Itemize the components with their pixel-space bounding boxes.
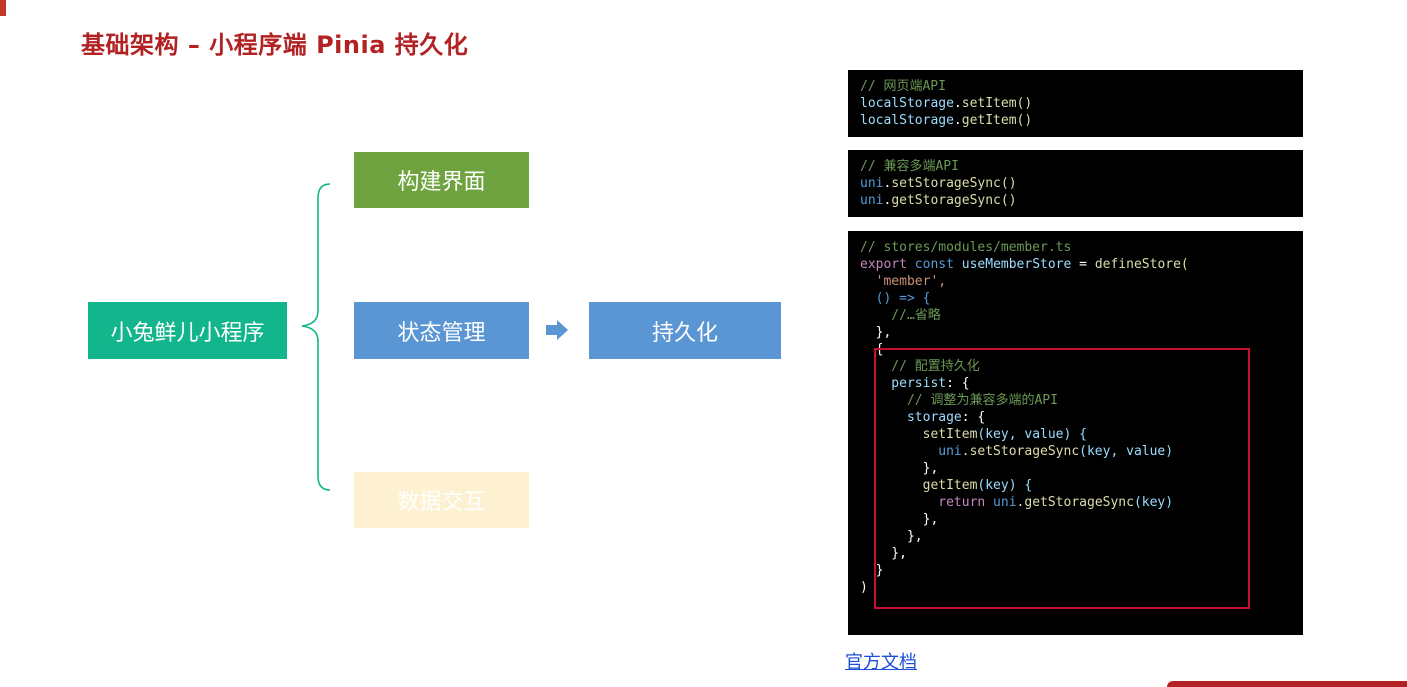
code-function: .setStorageSync [961,444,1080,459]
code-args: (key) { [977,478,1033,493]
code-line: // 调整为兼容多端的API [860,393,1058,408]
code-punct: : { [961,410,986,425]
code-line: }, [860,325,892,340]
code-block-uni-api: // 兼容多端API uni.setStorageSync() uni.getS… [848,150,1303,217]
code-key: storage [860,410,962,425]
code-keyword: const [914,257,954,272]
right-arrow-icon [546,320,568,340]
code-identifier: useMemberStore [961,257,1072,272]
code-function: setItem() [961,96,1033,111]
branch-state-management: 状态管理 [354,302,529,359]
code-object: uni [860,444,962,459]
code-comment: // 兼容多端API [860,159,959,174]
code-keyword: return [860,495,986,510]
code-block-web-api: // 网页端API localStorage.setItem() localSt… [848,70,1303,137]
code-args: (key) [1133,495,1174,510]
root-node: 小兔鲜儿小程序 [88,302,287,359]
branch-brace [301,183,331,491]
code-object: uni [985,495,1017,510]
code-line: // 配置持久化 [860,359,980,374]
code-function: getStorageSync() [891,193,1017,208]
code-line: }, [860,529,923,544]
code-object: localStorage [860,113,954,128]
code-function: getItem() [961,113,1033,128]
code-line: } [860,563,884,578]
code-function: setStorageSync() [891,176,1017,191]
corner-accent [0,0,6,16]
code-args: (key, value) { [977,427,1087,442]
code-punct: : { [946,376,970,391]
code-line: }, [860,546,907,561]
code-object: localStorage [860,96,954,111]
code-operator: = [1071,257,1095,272]
bottom-accent-bar [1167,681,1407,687]
code-line: () => { [860,291,931,306]
code-comment: // 网页端API [860,79,946,94]
code-line: // stores/modules/member.ts [860,240,1072,255]
official-docs-link[interactable]: 官方文档 [845,652,917,673]
code-args: (key, value) [1079,444,1174,459]
code-object: uni [860,193,884,208]
code-line: 'member', [860,274,947,289]
code-line: }, [860,461,939,476]
branch-build-ui: 构建界面 [354,152,529,208]
persistence-node: 持久化 [589,302,781,359]
code-line: }, [860,512,939,527]
code-function: defineStore( [1094,257,1189,272]
code-function: setItem [860,427,978,442]
code-function: getItem [860,478,978,493]
code-block-member-store: // stores/modules/member.ts export const… [848,231,1303,635]
code-line: ) [860,580,868,595]
code-line: //…省略 [860,308,941,323]
code-function: .getStorageSync [1016,495,1134,510]
highlight-box [874,348,1250,609]
slide-title: 基础架构 – 小程序端 Pinia 持久化 [81,31,469,59]
code-key: persist [860,376,947,391]
code-keyword: export [860,257,907,272]
code-object: uni [860,176,884,191]
branch-data-interaction: 数据交互 [354,472,529,528]
